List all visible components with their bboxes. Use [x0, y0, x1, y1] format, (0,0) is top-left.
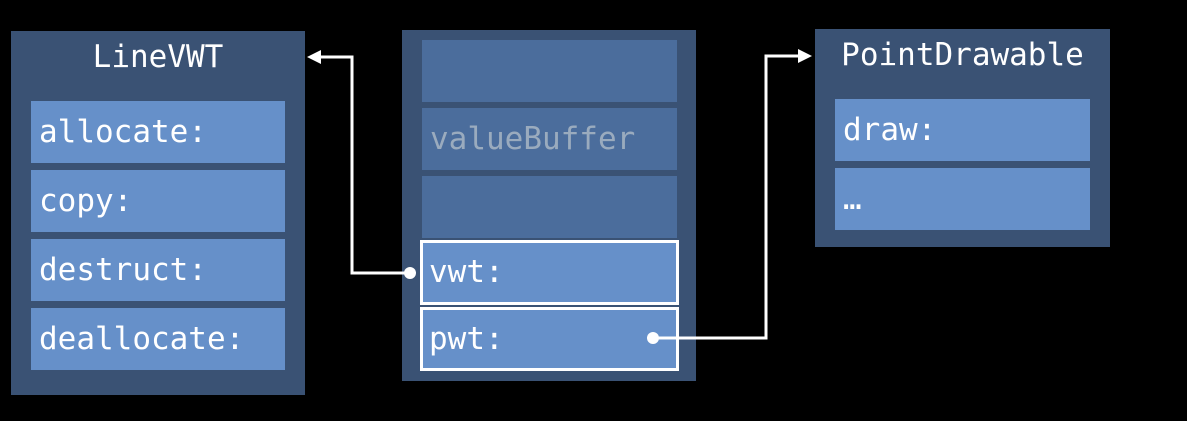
point-drawable-entry-draw: draw:: [835, 99, 1090, 161]
vwt-arrowhead: [307, 50, 321, 64]
pwt-arrowhead: [798, 49, 812, 63]
point-drawable-title: PointDrawable: [841, 37, 1084, 73]
value-buffer-slot-1: [422, 40, 677, 102]
line-vwt-title: LineVWT: [92, 39, 224, 75]
value-buffer-label: valueBuffer: [430, 120, 636, 157]
pwt-pointer-dot: [647, 332, 659, 344]
value-buffer-slot-2: valueBuffer: [422, 108, 677, 170]
pwt-to-pointdrawable-arrow: [653, 54, 801, 340]
point-drawable-panel: PointDrawable draw: …: [815, 29, 1110, 247]
line-vwt-entry-copy: copy:: [31, 170, 285, 232]
line-vwt-panel: LineVWT allocate: copy: destruct: deallo…: [11, 31, 305, 395]
value-buffer-slot-3: [422, 176, 677, 238]
vwt-pointer-dot: [404, 267, 416, 279]
pwt-field: pwt:: [420, 307, 679, 371]
line-vwt-entry-allocate: allocate:: [31, 101, 285, 163]
vwt-field: vwt:: [420, 240, 679, 305]
vwt-to-linevwt-arrow: [318, 55, 410, 275]
existential-container-panel: valueBuffer vwt: pwt:: [402, 30, 696, 381]
line-vwt-entry-destruct: destruct:: [31, 239, 285, 301]
point-drawable-entry-ellipsis: …: [835, 168, 1090, 230]
line-vwt-entry-deallocate: deallocate:: [31, 308, 285, 370]
